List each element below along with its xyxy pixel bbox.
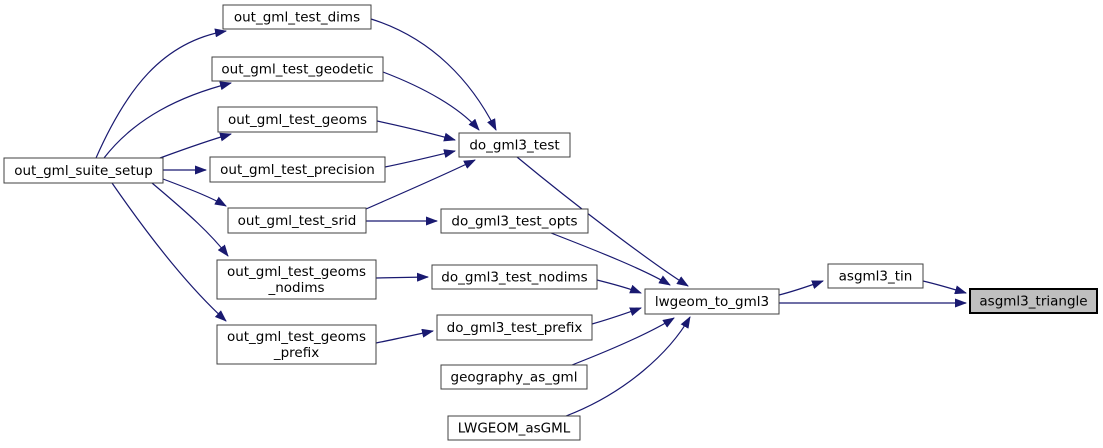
node-do_gml3_test_opts[interactable]: do_gml3_test_opts (440, 208, 589, 234)
node-box-do_gml3_test_nodims[interactable] (431, 264, 598, 290)
edge-out_gml_test_geoms--do_gml3_test (376, 120, 456, 142)
node-out_gml_test_geoms_nodims[interactable]: out_gml_test_geoms_nodims (216, 259, 377, 300)
node-box-geography_as_gml[interactable] (440, 364, 588, 390)
node-label-out_gml_test_geoms_prefix: out_gml_test_geoms_prefix (227, 329, 366, 361)
node-label-asgml3_tin: asgml3_tin (839, 269, 913, 285)
node-box-LWGEOM_asGML[interactable] (447, 415, 581, 441)
node-box-out_gml_test_dims[interactable] (222, 4, 372, 30)
edge-out_gml_test_srid--do_gml3_test (365, 159, 476, 210)
edges-layer (95, 18, 967, 417)
node-label-out_gml_test_dims: out_gml_test_dims (234, 10, 360, 26)
node-box-asgml3_triangle[interactable] (969, 288, 1098, 314)
edge-out_gml_suite_setup--out_gml_test_srid (162, 178, 227, 207)
node-label-do_gml3_test: do_gml3_test (469, 138, 559, 154)
edge-geography_as_gml--lwgeom_to_gml3 (571, 317, 675, 366)
edge-out_gml_test_geoms_nodims--do_gml3_test_nodims (375, 272, 429, 282)
edge-do_gml3_test_opts--lwgeom_to_gml3 (550, 232, 671, 286)
node-box-do_gml3_test[interactable] (458, 132, 571, 158)
node-geography_as_gml[interactable]: geography_as_gml (440, 364, 588, 390)
edge-lwgeom_to_gml3--asgml3_tin (778, 280, 824, 296)
node-label-do_gml3_test_nodims: do_gml3_test_nodims (441, 270, 587, 286)
node-box-out_gml_test_srid[interactable] (227, 207, 367, 234)
node-label-lwgeom_to_gml3: lwgeom_to_gml3 (655, 294, 769, 310)
node-box-out_gml_test_precision[interactable] (209, 156, 386, 183)
edge-out_gml_test_geoms_prefix--do_gml3_test_prefix (375, 328, 434, 344)
node-box-asgml3_tin[interactable] (827, 263, 924, 289)
node-out_gml_test_geoms[interactable]: out_gml_test_geoms (217, 106, 378, 133)
node-label-out_gml_test_geodetic: out_gml_test_geodetic (221, 62, 373, 78)
node-label-do_gml3_test_prefix: do_gml3_test_prefix (447, 320, 583, 336)
node-do_gml3_test[interactable]: do_gml3_test (458, 132, 571, 158)
node-box-out_gml_test_geodetic[interactable] (211, 56, 384, 82)
node-asgml3_tin[interactable]: asgml3_tin (827, 263, 924, 289)
node-box-out_gml_test_geoms_prefix[interactable] (216, 324, 377, 365)
node-label-out_gml_test_srid: out_gml_test_srid (238, 213, 357, 229)
edge-out_gml_suite_setup--out_gml_test_geoms_nodims (151, 182, 229, 257)
node-out_gml_suite_setup[interactable]: out_gml_suite_setup (3, 157, 164, 184)
node-box-do_gml3_test_prefix[interactable] (436, 314, 593, 341)
node-box-out_gml_test_geoms_nodims[interactable] (216, 259, 377, 300)
edge-out_gml_suite_setup--out_gml_test_geodetic (103, 81, 232, 159)
node-label-out_gml_test_precision: out_gml_test_precision (220, 162, 375, 178)
edge-do_gml3_test_prefix--lwgeom_to_gml3 (591, 307, 642, 325)
node-label-do_gml3_test_opts: do_gml3_test_opts (451, 214, 577, 230)
edge-out_gml_suite_setup--out_gml_test_dims (95, 28, 227, 159)
node-box-lwgeom_to_gml3[interactable] (644, 288, 780, 315)
node-do_gml3_test_nodims[interactable]: do_gml3_test_nodims (431, 264, 598, 290)
node-label-out_gml_suite_setup: out_gml_suite_setup (14, 163, 153, 179)
node-label-geography_as_gml: geography_as_gml (451, 370, 578, 386)
edge-LWGEOM_asGML--lwgeom_to_gml3 (565, 316, 691, 417)
node-lwgeom_to_gml3[interactable]: lwgeom_to_gml3 (644, 288, 780, 315)
node-label-LWGEOM_asGML: LWGEOM_asGML (458, 421, 571, 437)
edge-out_gml_test_precision--do_gml3_test (384, 149, 456, 168)
edge-do_gml3_test--lwgeom_to_gml3 (516, 156, 689, 287)
node-do_gml3_test_prefix[interactable]: do_gml3_test_prefix (436, 314, 593, 341)
node-out_gml_test_precision[interactable]: out_gml_test_precision (209, 156, 386, 183)
edge-out_gml_test_geodetic--do_gml3_test (382, 71, 480, 131)
node-box-out_gml_test_geoms[interactable] (217, 106, 378, 133)
edge-out_gml_test_dims--do_gml3_test (370, 18, 497, 131)
node-out_gml_test_dims[interactable]: out_gml_test_dims (222, 4, 372, 30)
node-out_gml_test_geoms_prefix[interactable]: out_gml_test_geoms_prefix (216, 324, 377, 365)
node-label-asgml3_triangle: asgml3_triangle (979, 294, 1087, 310)
edge-asgml3_tin--asgml3_triangle (922, 280, 967, 295)
edge-out_gml_suite_setup--out_gml_test_geoms_prefix (111, 182, 227, 322)
node-asgml3_triangle[interactable]: asgml3_triangle (969, 288, 1098, 314)
node-box-out_gml_suite_setup[interactable] (3, 157, 164, 184)
node-out_gml_test_geodetic[interactable]: out_gml_test_geodetic (211, 56, 384, 82)
edge-do_gml3_test_nodims--lwgeom_to_gml3 (596, 279, 642, 294)
edge-out_gml_suite_setup--out_gml_test_geoms (159, 132, 232, 159)
node-out_gml_test_srid[interactable]: out_gml_test_srid (227, 207, 367, 234)
node-box-do_gml3_test_opts[interactable] (440, 208, 589, 234)
node-LWGEOM_asGML[interactable]: LWGEOM_asGML (447, 415, 581, 441)
node-label-out_gml_test_geoms_nodims: out_gml_test_geoms_nodims (227, 264, 366, 296)
nodes-layer: out_gml_suite_setup out_gml_test_dims out_… (3, 4, 1098, 441)
node-label-out_gml_test_geoms: out_gml_test_geoms (228, 112, 367, 128)
